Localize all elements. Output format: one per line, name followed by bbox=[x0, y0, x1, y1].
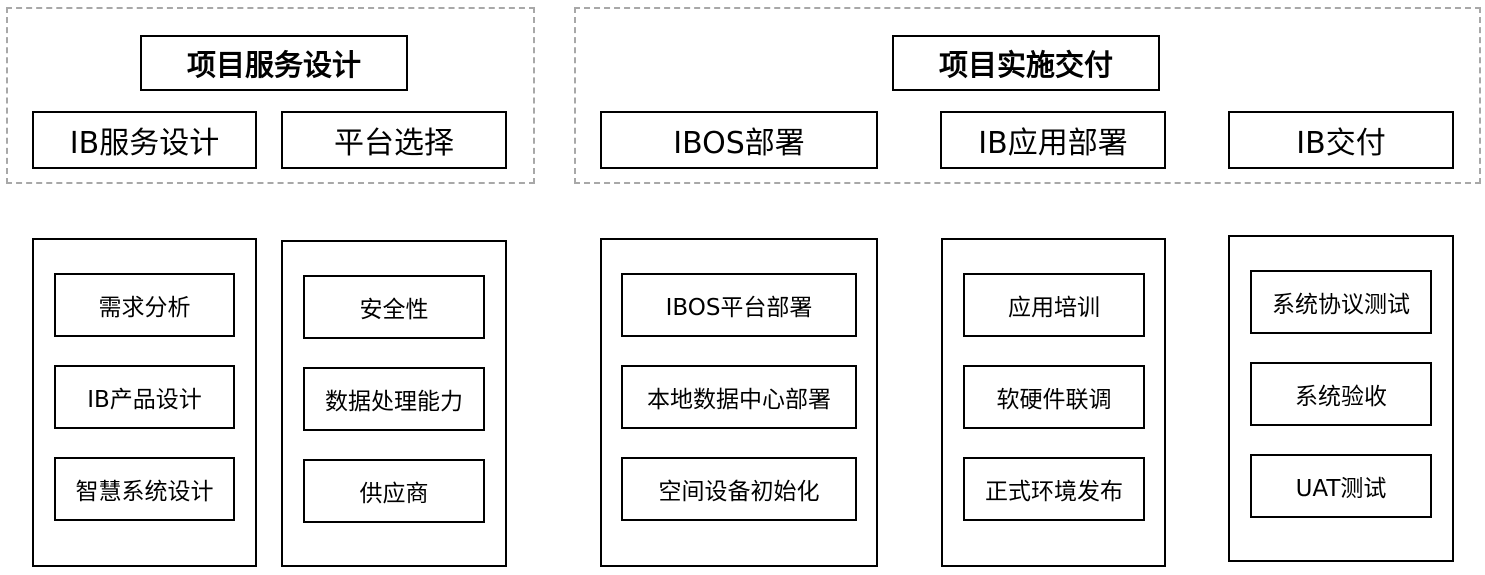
group-title-implementation-delivery: 项目实施交付 bbox=[892, 35, 1160, 91]
item-app-training: 应用培训 bbox=[963, 273, 1145, 337]
item-system-acceptance: 系统验收 bbox=[1250, 362, 1432, 426]
item-uat-test: UAT测试 bbox=[1250, 454, 1432, 518]
group-title-service-design: 项目服务设计 bbox=[140, 35, 408, 91]
item-local-datacenter-deploy: 本地数据中心部署 bbox=[621, 365, 857, 429]
item-ibos-platform-deploy: IBOS平台部署 bbox=[621, 273, 857, 337]
item-protocol-test: 系统协议测试 bbox=[1250, 270, 1432, 334]
group-implementation-delivery bbox=[574, 7, 1481, 184]
item-requirement-analysis: 需求分析 bbox=[54, 273, 235, 337]
sub-ib-delivery: IB交付 bbox=[1228, 111, 1454, 169]
item-data-processing: 数据处理能力 bbox=[303, 367, 485, 431]
sub-ib-app-deploy: IB应用部署 bbox=[940, 111, 1166, 169]
sub-ib-service-design: IB服务设计 bbox=[32, 111, 257, 169]
sub-platform-selection: 平台选择 bbox=[281, 111, 507, 169]
item-supplier: 供应商 bbox=[303, 459, 485, 523]
item-security: 安全性 bbox=[303, 275, 485, 339]
item-prod-release: 正式环境发布 bbox=[963, 457, 1145, 521]
item-ib-product-design: IB产品设计 bbox=[54, 365, 235, 429]
item-hw-sw-integration: 软硬件联调 bbox=[963, 365, 1145, 429]
item-space-device-init: 空间设备初始化 bbox=[621, 457, 857, 521]
sub-ibos-deploy: IBOS部署 bbox=[600, 111, 878, 169]
item-smart-system-design: 智慧系统设计 bbox=[54, 457, 235, 521]
group-service-design bbox=[6, 7, 535, 184]
